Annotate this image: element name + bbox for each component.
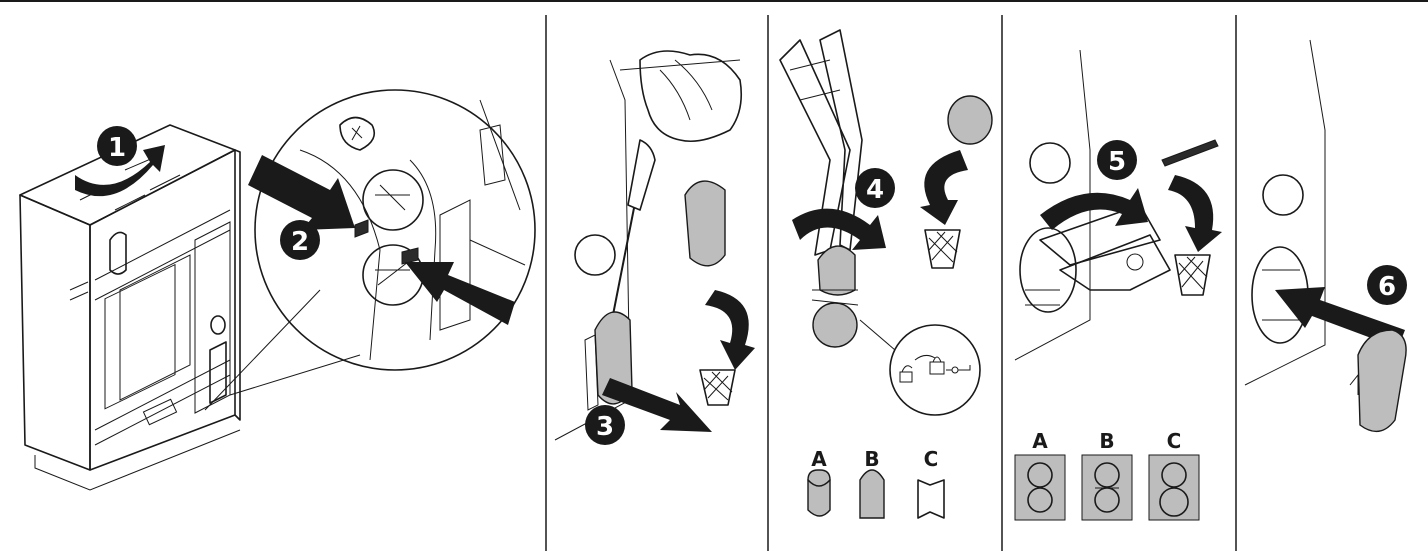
- panel-step-4: [780, 30, 992, 518]
- option-shapes-panel-4: [808, 470, 944, 518]
- svg-text:5: 5: [1108, 147, 1126, 177]
- svg-text:2: 2: [291, 227, 309, 257]
- arrow-icon: [1040, 188, 1148, 230]
- option-label-c: C: [924, 447, 939, 471]
- screwdriver-icon: [612, 140, 655, 320]
- svg-text:6: 6: [1378, 272, 1396, 302]
- waste-bin-icon: [700, 370, 735, 405]
- option-label-c: C: [1167, 429, 1182, 453]
- cover-cap-icon: [1358, 330, 1406, 431]
- zoom-detail: [205, 90, 535, 410]
- panel-step-6: [1245, 40, 1406, 431]
- cover-cap-icon: [685, 181, 725, 266]
- arrow-icon: [792, 209, 886, 250]
- waste-bin-icon: [1175, 255, 1210, 295]
- arrow-icon: [405, 262, 515, 325]
- arrow-icon: [248, 155, 355, 230]
- waste-bin-icon: [925, 230, 960, 268]
- step-badge-5: 5: [1097, 140, 1137, 180]
- arrow-icon: [705, 290, 755, 370]
- svg-text:3: 3: [596, 412, 614, 442]
- step-badge-1: 1: [97, 126, 137, 166]
- option-label-a: A: [1032, 429, 1048, 453]
- arrow-icon: [920, 150, 968, 225]
- step-badge-2: 2: [280, 220, 320, 260]
- padlock-icon: [860, 320, 980, 415]
- step-badge-4: 4: [855, 168, 895, 208]
- option-shapes-panel-5: [1015, 455, 1199, 520]
- step-badge-6: 6: [1367, 265, 1407, 305]
- option-label-a: A: [811, 447, 827, 471]
- step-badge-3: 3: [585, 405, 625, 445]
- option-label-b: B: [864, 447, 879, 471]
- option-label-b: B: [1099, 429, 1114, 453]
- svg-text:4: 4: [866, 175, 884, 205]
- svg-text:1: 1: [108, 133, 126, 163]
- arrow-icon: [1168, 175, 1222, 252]
- panel-step-3: [555, 51, 755, 440]
